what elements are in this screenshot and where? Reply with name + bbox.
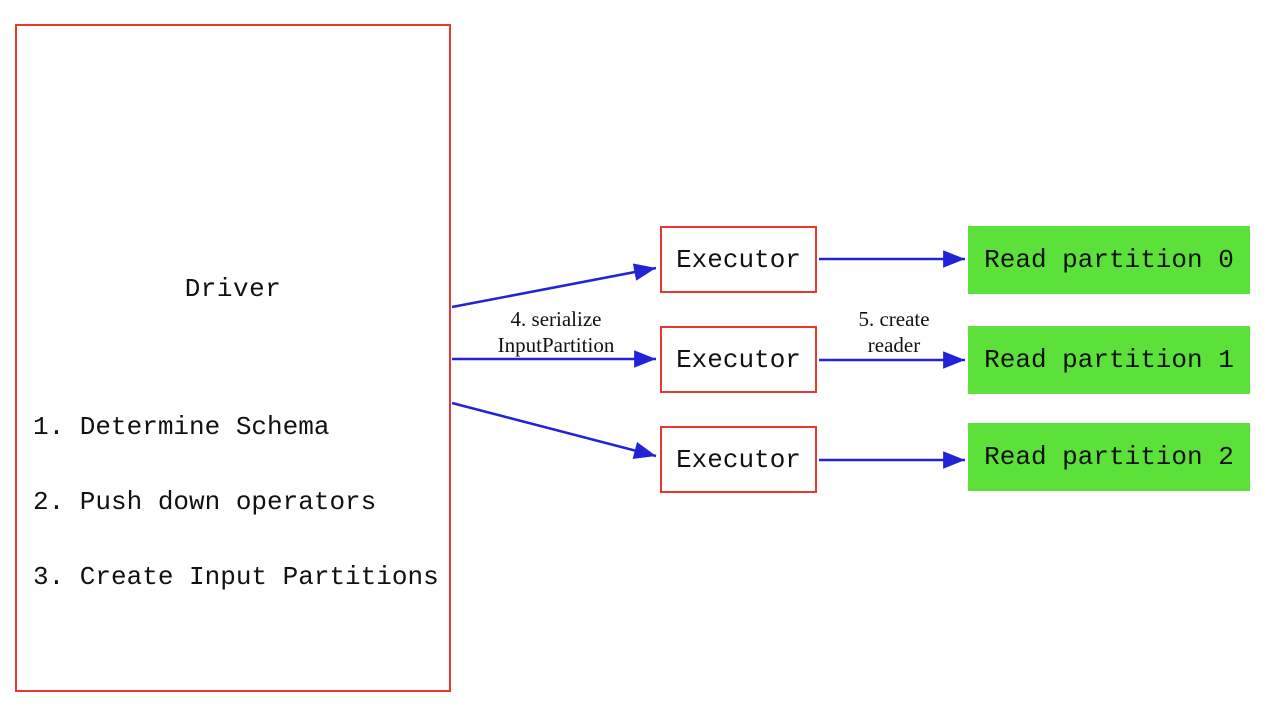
edge-label-serialize-line2: InputPartition (497, 333, 615, 357)
read-partition-label-0: Read partition 0 (984, 245, 1234, 275)
executor-box-0: Executor (660, 226, 817, 293)
executor-box-2: Executor (660, 426, 817, 493)
executor-box-1: Executor (660, 326, 817, 393)
read-partition-box-2: Read partition 2 (968, 423, 1250, 491)
driver-step-push-down-operators: 2. Push down operators (33, 487, 377, 517)
read-partition-label-1: Read partition 1 (984, 345, 1234, 375)
edge-label-serialize-inputpartition: 4. serialize InputPartition (431, 306, 681, 358)
edge-label-create-reader: 5. create reader (794, 306, 994, 358)
edge-label-create-reader-line2: reader (867, 333, 921, 357)
driver-title: Driver (184, 274, 282, 304)
driver-box: Driver 1. Determine Schema 2. Push down … (15, 24, 451, 692)
edge-label-serialize-line1: 4. serialize (510, 307, 602, 331)
driver-step-determine-schema: 1. Determine Schema (33, 412, 330, 442)
edge-label-create-reader-line1: 5. create (858, 307, 930, 331)
read-partition-box-0: Read partition 0 (968, 226, 1250, 294)
executor-label-1: Executor (676, 344, 801, 375)
driver-step-create-input-partitions: 3. Create Input Partitions (33, 562, 439, 592)
executor-label-2: Executor (676, 444, 801, 475)
driver-steps-list: 1. Determine Schema 2. Push down operato… (33, 365, 439, 640)
arrow-driver-to-executor-0 (451, 263, 657, 309)
executor-label-0: Executor (676, 244, 801, 275)
read-partition-label-2: Read partition 2 (984, 442, 1234, 472)
read-partition-box-1: Read partition 1 (968, 326, 1250, 394)
arrow-driver-to-executor-2 (451, 401, 657, 459)
